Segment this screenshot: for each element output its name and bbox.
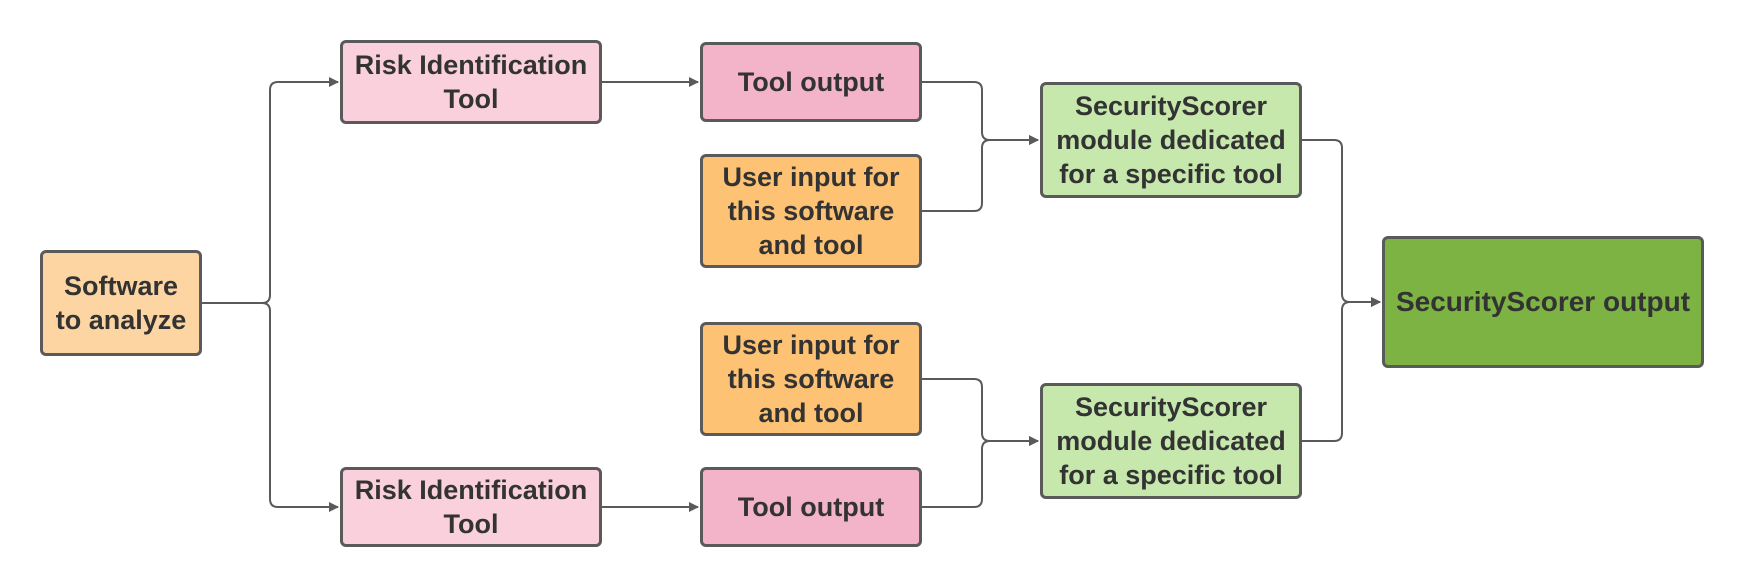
risk-identification-tool-top-box: Risk Identification Tool: [340, 40, 602, 124]
connector-software-to-risk-tool-bottom: [202, 302, 339, 512]
connector-user-input-bottom-to-scorer-module-bottom: [922, 378, 1039, 446]
risk-identification-tool-bottom-box: Risk Identification Tool: [340, 467, 602, 547]
software-to-analyze-box: Software to analyze: [40, 250, 202, 356]
tool-output-bottom-box: Tool output: [700, 467, 922, 547]
connector-tool-output-bottom-to-scorer-module-bottom: [922, 436, 1039, 508]
user-input-bottom-box: User input for this software and tool: [700, 322, 922, 436]
connector-scorer-module-top-to-scorer-output: [1302, 139, 1381, 307]
user-input-top-box: User input for this software and tool: [700, 154, 922, 268]
tool-output-top-box: Tool output: [700, 42, 922, 122]
connector-tool-output-top-to-scorer-module-top: [922, 81, 1039, 145]
securityscorer-module-top-box: SecurityScorer module dedicated for a sp…: [1040, 82, 1302, 198]
connector-user-input-top-to-scorer-module-top: [922, 135, 1039, 212]
connector-scorer-module-bottom-to-scorer-output: [1302, 297, 1381, 442]
securityscorer-output-box: SecurityScorer output: [1382, 236, 1704, 368]
securityscorer-module-bottom-box: SecurityScorer module dedicated for a sp…: [1040, 383, 1302, 499]
connector-software-to-risk-tool-top: [202, 77, 339, 304]
